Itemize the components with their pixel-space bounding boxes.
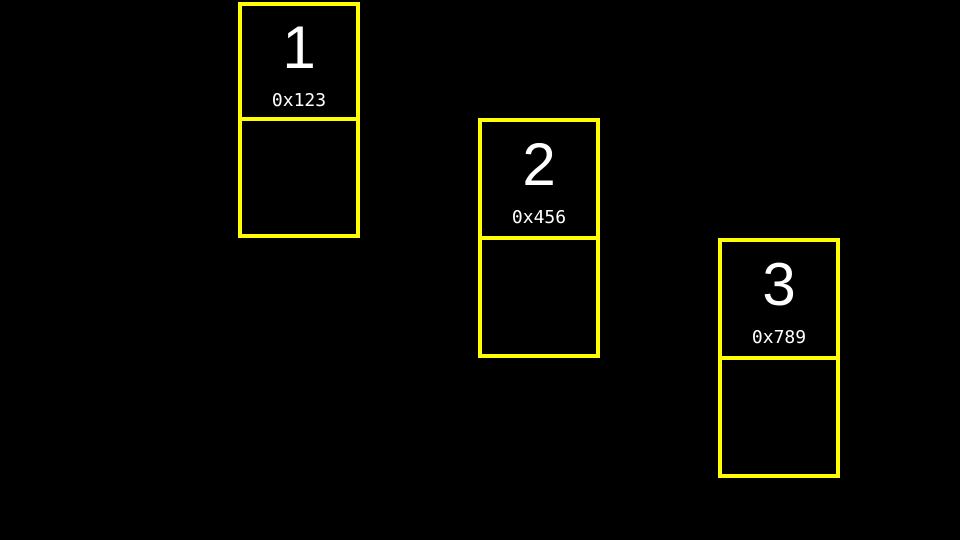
list-node-1: 1 0x123 (238, 2, 360, 238)
node-3-address: 0x789 (751, 327, 807, 348)
node-3-pointer-cell (722, 360, 836, 474)
node-3-value: 3 (762, 251, 796, 318)
node-2-pointer-cell (482, 240, 596, 354)
list-node-3: 3 0x789 (718, 238, 840, 478)
node-2-value-cell: 2 0x456 (482, 122, 596, 240)
node-1-address: 0x123 (271, 89, 327, 111)
node-1-pointer-cell (242, 121, 356, 234)
node-2-address: 0x456 (511, 207, 567, 228)
node-2-value: 2 (522, 131, 556, 198)
node-1-value-cell: 1 0x123 (242, 6, 356, 121)
node-3-value-cell: 3 0x789 (722, 242, 836, 360)
node-1-value: 1 (282, 13, 316, 81)
list-node-2: 2 0x456 (478, 118, 600, 358)
